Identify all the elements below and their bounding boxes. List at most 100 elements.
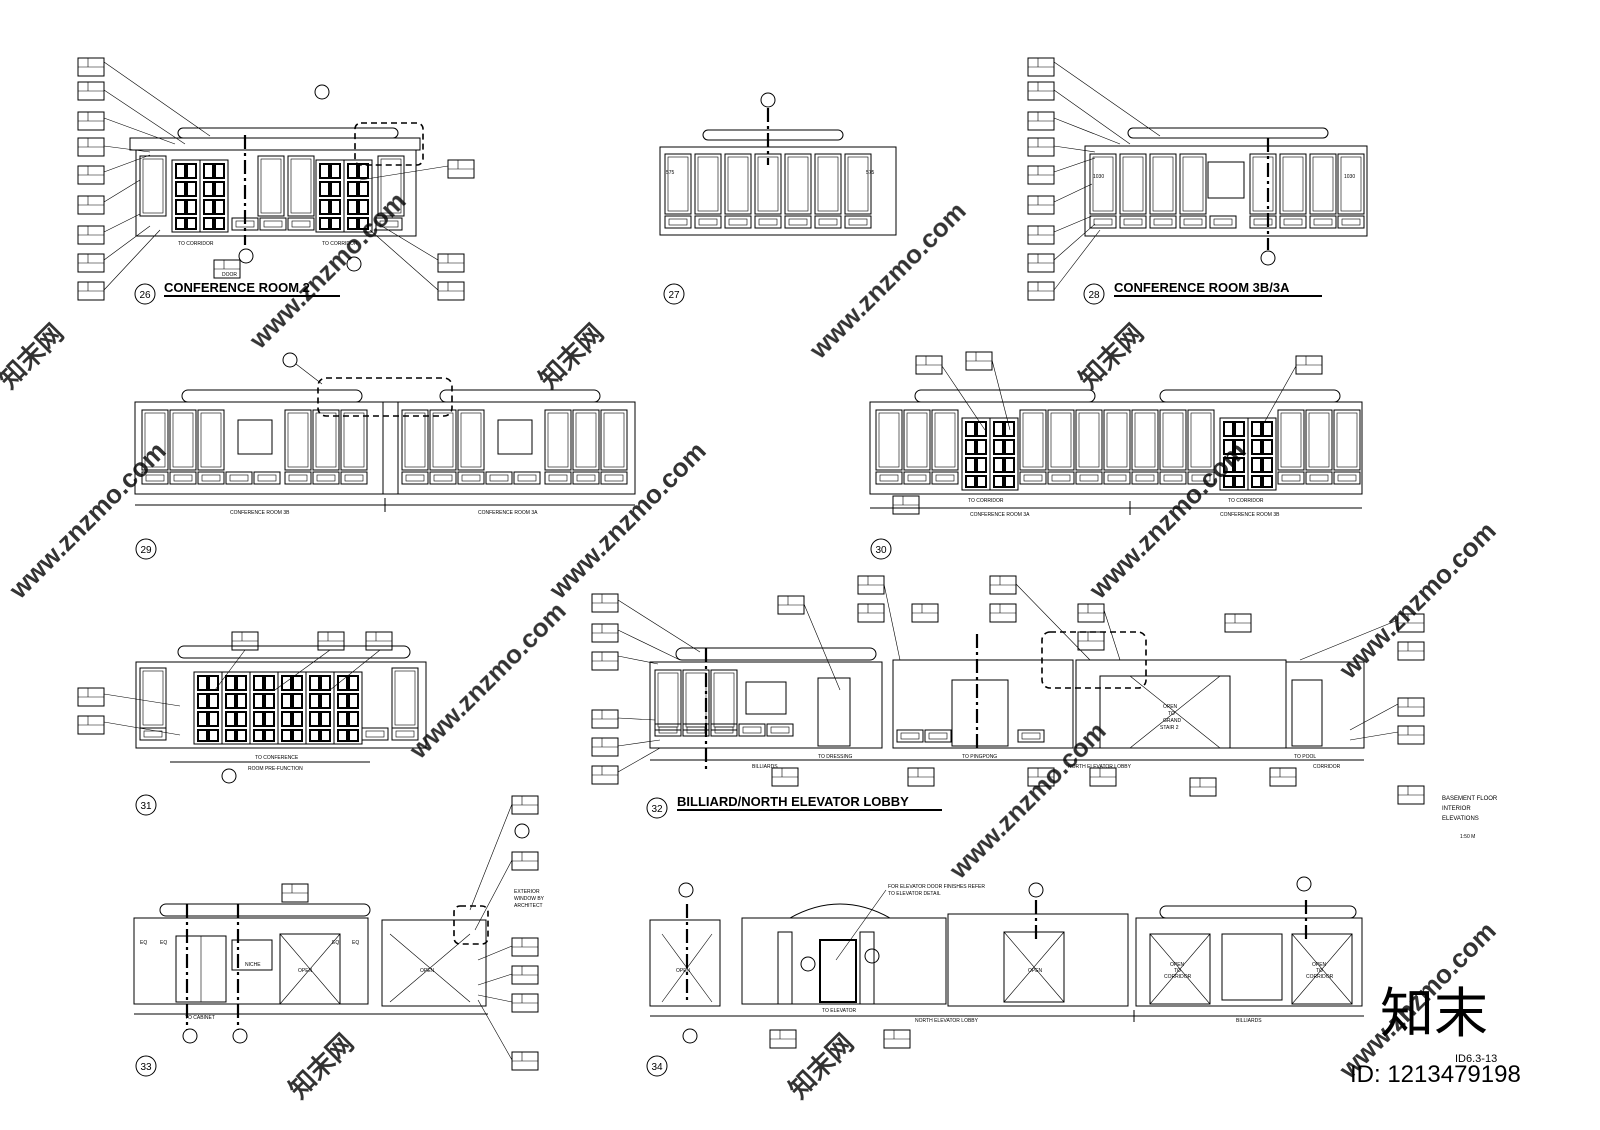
svg-text:26: 26	[139, 290, 151, 301]
drawing-number-30	[870, 538, 892, 560]
svg-text:OPEN: OPEN	[676, 968, 691, 974]
svg-text:30: 30	[875, 545, 887, 556]
svg-text:CONFERENCE ROOM 3A: CONFERENCE ROOM 3A	[478, 510, 538, 516]
svg-text:www.znzmo.com: www.znzmo.com	[942, 716, 1111, 885]
svg-text:TO DRESSING: TO DRESSING	[818, 754, 852, 760]
svg-text:OPEN: OPEN	[1163, 704, 1178, 710]
tags-32	[591, 575, 1425, 805]
svg-text:ARCHITECT: ARCHITECT	[514, 903, 543, 909]
svg-text:ID: 1213479198: ID: 1213479198	[1350, 1061, 1521, 1088]
svg-text:28: 28	[1088, 290, 1100, 301]
drawing-number-32	[646, 797, 668, 819]
svg-text:TO: TO	[1168, 711, 1175, 717]
sheet-info: BASEMENT FLOOR INTERIOR ELEVATIONS 1:50 …	[1442, 796, 1498, 1065]
svg-text:33: 33	[140, 1062, 152, 1073]
svg-text:ID6.3-13: ID6.3-13	[1455, 1053, 1497, 1065]
svg-text:知末网: 知末网	[783, 1028, 859, 1104]
svg-text:NICHE: NICHE	[245, 962, 261, 968]
elevation-29: CONFERENCE ROOM 3B CONFERENCE ROOM 3A 29	[134, 352, 636, 560]
svg-text:STAIR 2: STAIR 2	[1160, 725, 1179, 731]
svg-text:TO: TO	[1174, 968, 1181, 974]
svg-text:DOOR: DOOR	[222, 272, 237, 278]
elevation-32: OPEN TO GRAND STAIR 2 BILLIARDS TO DRESS…	[591, 575, 1425, 819]
title-28: CONFERENCE ROOM 3B/3A	[1114, 280, 1290, 295]
svg-text:BILLIARDS: BILLIARDS	[1236, 1018, 1262, 1024]
svg-text:CONFERENCE ROOM 3B: CONFERENCE ROOM 3B	[230, 510, 290, 516]
drawing-number-31	[135, 794, 157, 816]
svg-text:知末网: 知末网	[533, 318, 609, 394]
svg-text:TO CABINET: TO CABINET	[185, 1015, 215, 1021]
svg-text:CORRIDOR: CORRIDOR	[1164, 974, 1192, 980]
title-26: CONFERENCE ROOM 2	[164, 280, 310, 295]
drawing-number-34	[646, 1055, 668, 1077]
svg-text:知末: 知末	[1380, 984, 1488, 1044]
svg-text:TO ELEVATOR: TO ELEVATOR	[822, 1008, 856, 1014]
svg-text:OPEN: OPEN	[1028, 968, 1043, 974]
svg-text:34: 34	[651, 1062, 663, 1073]
svg-text:27: 27	[668, 290, 680, 301]
svg-text:NORTH ELEVATOR LOBBY: NORTH ELEVATOR LOBBY	[915, 1018, 979, 1024]
svg-text:1:50 M: 1:50 M	[1460, 834, 1475, 840]
svg-text:29: 29	[140, 545, 152, 556]
svg-text:TO ELEVATOR DETAIL: TO ELEVATOR DETAIL	[888, 891, 941, 897]
svg-text:BASEMENT FLOOR: BASEMENT FLOOR	[1442, 796, 1498, 802]
svg-text:1030: 1030	[1344, 174, 1355, 180]
svg-text:32: 32	[651, 804, 663, 815]
svg-text:CORRIDOR: CORRIDOR	[1306, 974, 1334, 980]
svg-text:TO CONFERENCE: TO CONFERENCE	[255, 755, 299, 761]
svg-text:NORTH ELEVATOR LOBBY: NORTH ELEVATOR LOBBY	[1068, 764, 1132, 770]
svg-text:ELEVATIONS: ELEVATIONS	[1442, 816, 1479, 822]
svg-text:EQ: EQ	[160, 940, 167, 946]
svg-text:TO CORRIDOR: TO CORRIDOR	[178, 241, 214, 247]
svg-text:www.znzmo.com: www.znzmo.com	[802, 196, 971, 365]
svg-text:CONFERENCE ROOM 3A: CONFERENCE ROOM 3A	[970, 512, 1030, 518]
elevation-31: TO CONFERENCE ROOM PRE-FUNCTION 31	[77, 631, 427, 816]
tags-33: EXTERIOR WINDOW BY ARCHITECT	[469, 795, 545, 1071]
elevation-26: 26 CONFERENCE ROOM 2 TO CORRIDOR TO CORR…	[77, 57, 475, 305]
svg-text:www.znzmo.com: www.znzmo.com	[2, 436, 171, 605]
elevation-27: 575 575 27	[659, 92, 897, 305]
svg-text:TO POOL: TO POOL	[1294, 754, 1316, 760]
elevation-33: NICHE OPEN OPEN EQ EQ EQ EQ TO CABINET E…	[133, 795, 545, 1077]
svg-text:575: 575	[666, 170, 675, 176]
elevation-28: 1030 1030 28 CONFERENCE ROOM 3B/3A	[1027, 57, 1368, 305]
elevation-30: TO CORRIDOR TO CORRIDOR CONFERENCE ROOM …	[869, 351, 1363, 560]
watermark-layer: 知末网 www.znzmo.com www.znzmo.com 知末网 www.…	[0, 186, 1502, 1105]
svg-text:575: 575	[866, 170, 875, 176]
svg-text:1030: 1030	[1093, 174, 1104, 180]
tags-26-right	[213, 84, 475, 301]
drawing-number-28	[1083, 283, 1105, 305]
svg-text:EQ: EQ	[140, 940, 147, 946]
svg-text:知末网: 知末网	[1073, 318, 1149, 394]
svg-text:TO: TO	[1316, 968, 1323, 974]
svg-text:OPEN: OPEN	[1170, 962, 1185, 968]
svg-text:TO CORRIDOR: TO CORRIDOR	[322, 241, 358, 247]
svg-text:INTERIOR: INTERIOR	[1442, 806, 1471, 812]
tags-26-left	[77, 57, 211, 301]
tags-28-left	[1027, 57, 1161, 301]
title-32: BILLIARD/NORTH ELEVATOR LOBBY	[677, 794, 909, 809]
svg-text:OPEN: OPEN	[298, 968, 313, 974]
svg-text:ROOM PRE-FUNCTION: ROOM PRE-FUNCTION	[248, 766, 303, 772]
svg-text:EXTERIOR: EXTERIOR	[514, 889, 540, 895]
svg-text:BILLIARDS: BILLIARDS	[752, 764, 778, 770]
svg-text:31: 31	[140, 801, 152, 812]
znzmo-logo: 知末 ID: 1213479198	[1350, 984, 1521, 1088]
svg-text:TO CORRIDOR: TO CORRIDOR	[968, 498, 1004, 504]
svg-text:www.znzmo.com: www.znzmo.com	[1082, 436, 1251, 605]
drawing-number-29	[135, 538, 157, 560]
svg-text:知末网: 知末网	[0, 318, 69, 394]
svg-text:EQ: EQ	[332, 940, 339, 946]
svg-text:www.znzmo.com: www.znzmo.com	[402, 596, 571, 765]
svg-text:www.znzmo.com: www.znzmo.com	[242, 186, 411, 355]
drawing-number-27	[663, 283, 685, 305]
svg-text:EQ: EQ	[352, 940, 359, 946]
drawing-number-26	[134, 283, 156, 305]
svg-text:WINDOW BY: WINDOW BY	[514, 896, 545, 902]
svg-text:OPEN: OPEN	[1312, 962, 1327, 968]
svg-text:OPEN: OPEN	[420, 968, 435, 974]
elevation-34: OPEN OPEN OPEN TO CORRIDOR OPEN TO CORRI…	[646, 876, 1364, 1077]
svg-text:TO PINGPONG: TO PINGPONG	[962, 754, 997, 760]
svg-text:CORRIDOR: CORRIDOR	[1313, 764, 1341, 770]
